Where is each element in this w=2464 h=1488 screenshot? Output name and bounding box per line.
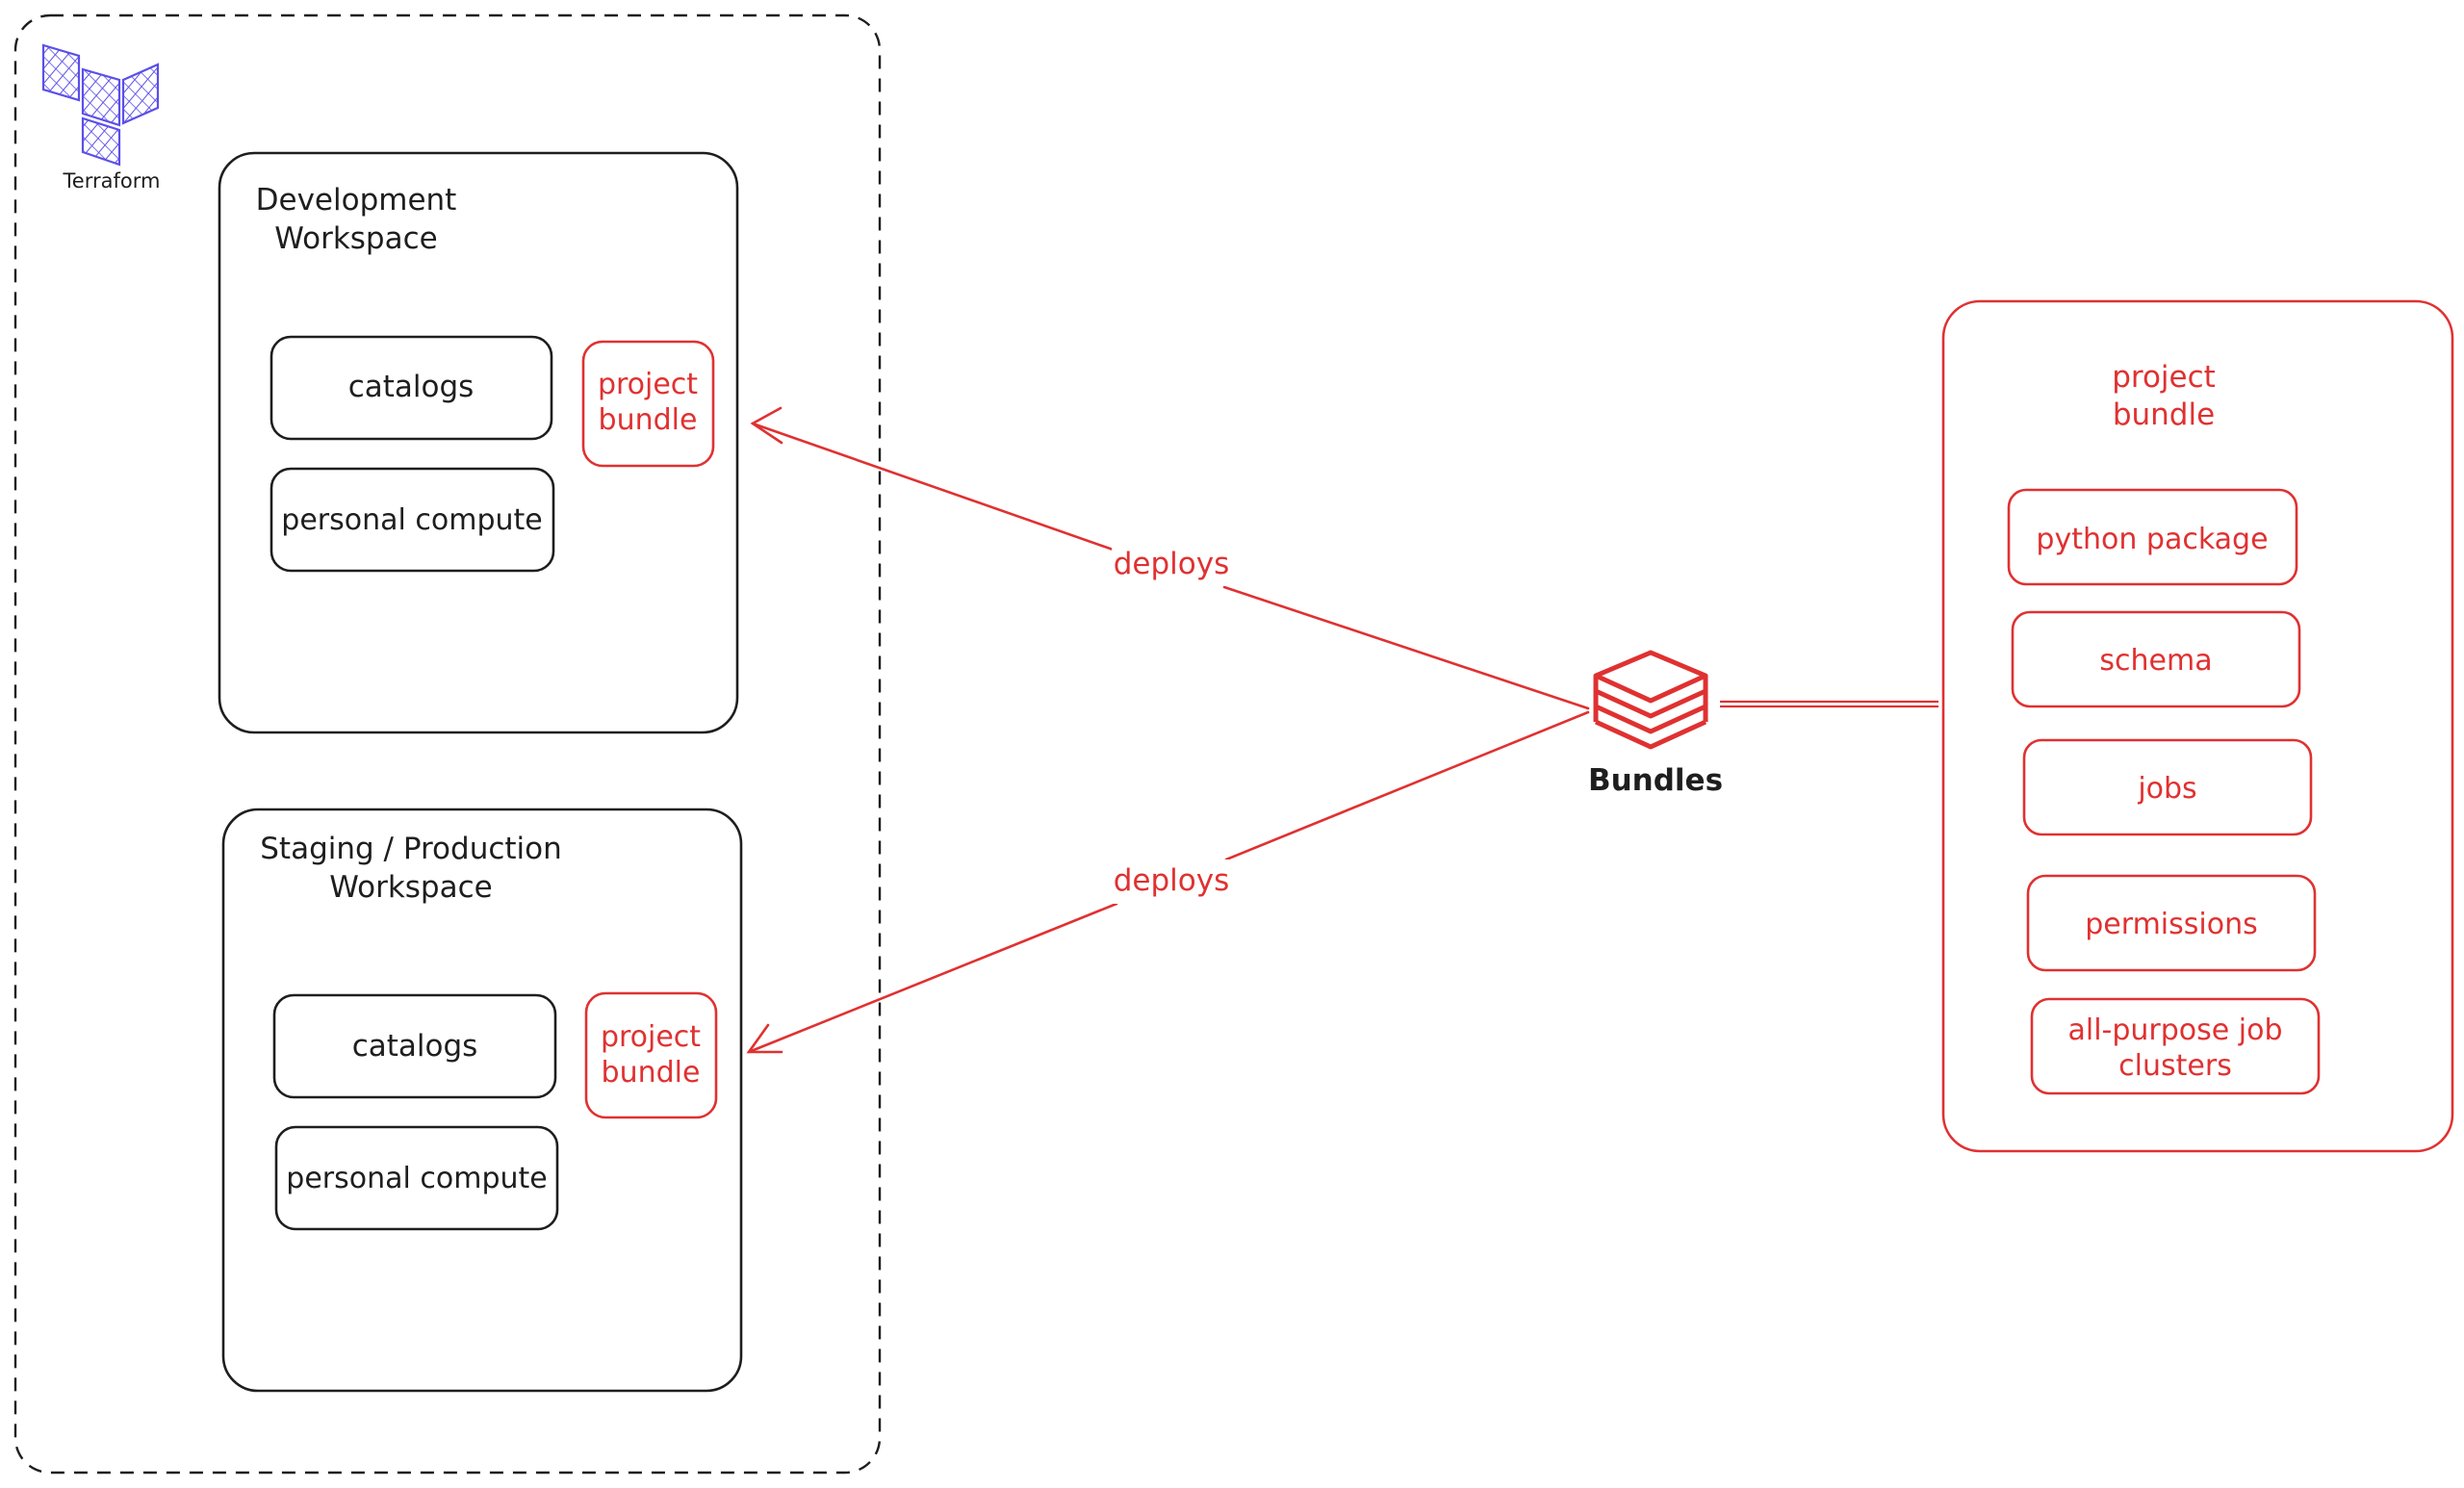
list-item-label-line2: clusters bbox=[2118, 1049, 2232, 1083]
dev-workspace-title-line2: Workspace bbox=[274, 221, 437, 256]
deploy-stage-label-bg bbox=[1112, 859, 1231, 904]
stage-workspace-box bbox=[221, 808, 743, 1393]
dev-workspace-box bbox=[218, 151, 739, 734]
project-bundle-title-line2: bundle bbox=[2113, 398, 2215, 432]
deploy-arrow-dev bbox=[750, 406, 1590, 710]
stage-project-bundle-box[interactable] bbox=[584, 991, 718, 1119]
dev-personal-compute-label: personal compute bbox=[281, 503, 542, 537]
dev-workspace-title-line1: Development bbox=[256, 183, 457, 218]
bundles-to-panel-connector bbox=[1720, 700, 1938, 708]
deploy-dev-label: deploys bbox=[1114, 547, 1230, 581]
stage-workspace-title-line2: Workspace bbox=[329, 870, 492, 905]
list-item[interactable]: jobs bbox=[2022, 738, 2313, 836]
list-item-label: schema bbox=[2099, 644, 2212, 678]
bundles-stack-icon bbox=[1593, 650, 1708, 750]
dev-personal-compute-box[interactable] bbox=[270, 467, 555, 573]
terraform-boundary bbox=[13, 13, 882, 1475]
dev-catalogs-label: catalogs bbox=[348, 370, 475, 404]
dev-project-bundle-line1: project bbox=[598, 368, 698, 401]
deploy-dev-label-bg bbox=[1112, 542, 1231, 586]
stage-project-bundle-line1: project bbox=[601, 1020, 701, 1054]
stage-personal-compute-label: personal compute bbox=[286, 1162, 547, 1195]
list-item-label: python package bbox=[2036, 523, 2268, 556]
terraform-label: Terraform bbox=[63, 169, 161, 192]
list-item[interactable]: python package bbox=[2007, 488, 2298, 586]
list-item-label: all-purpose job bbox=[2067, 1013, 2282, 1047]
stage-workspace-title-line1: Staging / Production bbox=[260, 832, 562, 866]
stage-project-bundle-line2: bundle bbox=[602, 1056, 701, 1090]
bundles-label: Bundles bbox=[1588, 763, 1723, 798]
dev-catalogs-box[interactable] bbox=[270, 335, 553, 441]
stage-catalogs-box[interactable] bbox=[272, 993, 557, 1099]
project-bundle-title-line1: project bbox=[2112, 360, 2216, 395]
project-bundle-panel bbox=[1941, 299, 2454, 1153]
list-item-label: permissions bbox=[2085, 908, 2257, 941]
stage-catalogs-label: catalogs bbox=[352, 1029, 478, 1064]
deploy-stage-label: deploys bbox=[1114, 863, 1230, 898]
list-item[interactable]: schema bbox=[2011, 610, 2301, 708]
terraform-logo-icon bbox=[41, 43, 160, 167]
list-item-label: jobs bbox=[2137, 772, 2196, 806]
list-item[interactable]: permissions bbox=[2026, 874, 2317, 972]
dev-project-bundle-line2: bundle bbox=[599, 403, 698, 437]
list-item[interactable]: all-purpose job clusters bbox=[2030, 997, 2321, 1095]
stage-personal-compute-box[interactable] bbox=[274, 1125, 559, 1231]
deploy-arrow-stage bbox=[746, 710, 1590, 1054]
dev-project-bundle-box[interactable] bbox=[581, 340, 715, 468]
